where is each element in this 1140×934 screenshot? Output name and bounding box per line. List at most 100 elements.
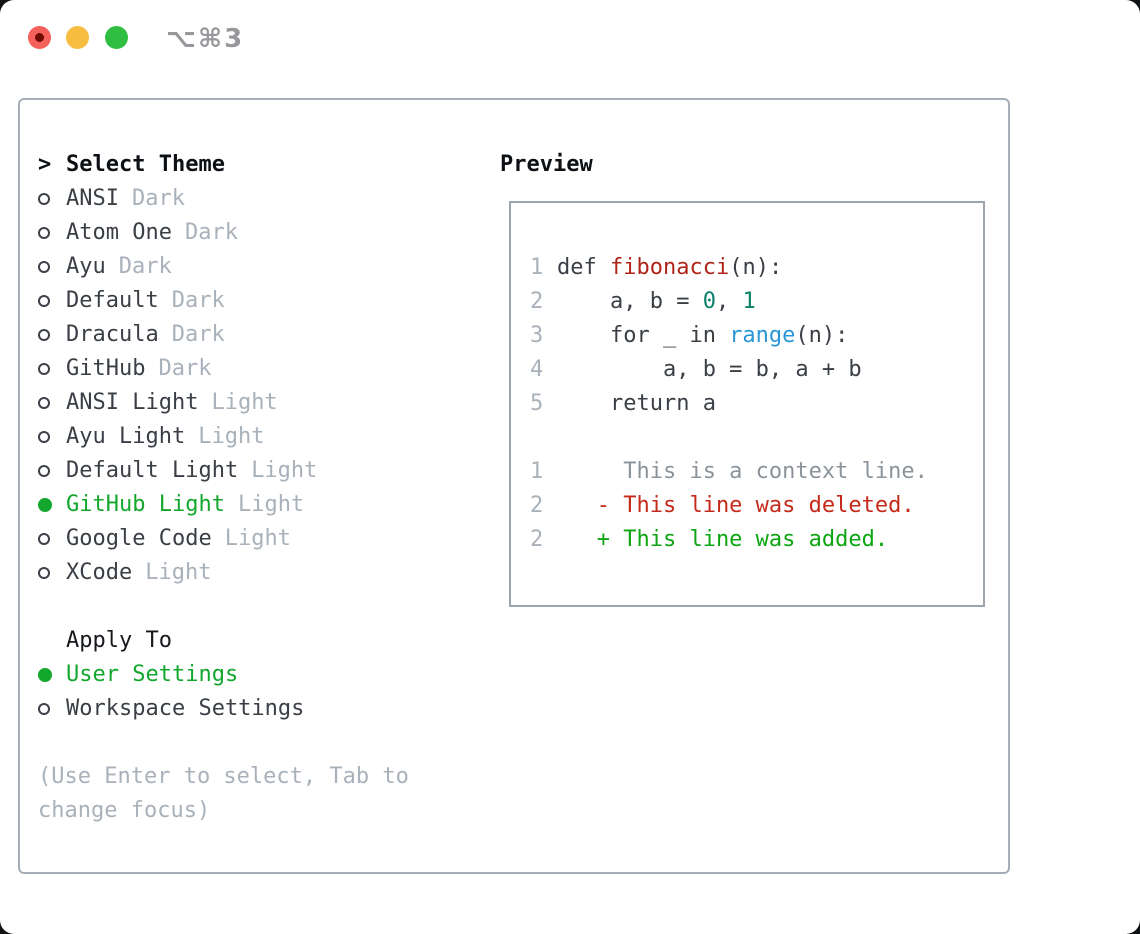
- radio-selected-icon: [38, 668, 52, 682]
- code-line: [530, 421, 983, 455]
- radio-unselected-icon: [38, 363, 50, 375]
- apply-to-header-row: Apply To: [38, 624, 483, 658]
- theme-name: XCode: [66, 560, 133, 585]
- radio-selected-icon: [38, 498, 52, 512]
- theme-radio-icon: [38, 397, 66, 409]
- theme-option[interactable]: Default Light Light: [38, 454, 483, 488]
- theme-radio-icon: [38, 498, 66, 512]
- maximize-button[interactable]: [105, 26, 128, 49]
- code-line: 5 return a: [530, 387, 983, 421]
- help-text: (Use Enter to select, Tab to change focu…: [38, 764, 409, 823]
- code-line: 3 for _ in range(n):: [530, 319, 983, 353]
- apply-option[interactable]: User Settings: [38, 658, 483, 692]
- line-number: 2: [530, 289, 544, 314]
- code-segment: 0: [702, 289, 716, 314]
- code-line: 2 + This line was added.: [530, 523, 983, 557]
- close-dot-icon: [35, 33, 44, 42]
- code-segment: a, b =: [557, 289, 703, 314]
- apply-to-title: Apply To: [66, 628, 172, 653]
- code-line: 4 a, b = b, a + b: [530, 353, 983, 387]
- apply-option[interactable]: Workspace Settings: [38, 692, 483, 726]
- code-segment: (n):: [795, 323, 849, 348]
- theme-name: ANSI: [66, 186, 119, 211]
- theme-option[interactable]: XCode Light: [38, 556, 483, 590]
- radio-unselected-icon: [38, 261, 50, 273]
- theme-variant-tag: Dark: [158, 356, 212, 381]
- line-number: 2: [530, 493, 544, 518]
- preview-title: Preview: [500, 152, 593, 177]
- code-segment: a, b = b, a + b: [557, 357, 862, 382]
- radio-unselected-icon: [38, 567, 50, 579]
- focus-prompt-icon: >: [38, 152, 52, 177]
- theme-radio-icon: [38, 227, 66, 239]
- theme-option[interactable]: ANSI Light Light: [38, 386, 483, 420]
- theme-variant-tag: Light: [198, 424, 265, 449]
- theme-name: Google Code: [66, 526, 212, 551]
- theme-variant-tag: Light: [237, 492, 305, 517]
- close-button[interactable]: [28, 26, 51, 49]
- theme-name: GitHub Light: [66, 492, 225, 517]
- line-number: 1: [530, 255, 544, 280]
- theme-name: ANSI Light: [66, 390, 199, 415]
- theme-radio-icon: [38, 465, 66, 477]
- code-segment: + This line was added.: [557, 527, 889, 552]
- theme-radio-icon: [38, 363, 66, 375]
- minimize-button[interactable]: [66, 26, 89, 49]
- code-segment: ,: [715, 289, 743, 314]
- line-number: 3: [530, 323, 544, 348]
- theme-radio-icon: [38, 329, 66, 341]
- theme-variant-tag: Dark: [184, 220, 238, 245]
- apply-radio-icon: [38, 703, 66, 715]
- theme-variant-tag: Light: [224, 526, 291, 551]
- theme-variant-tag: Dark: [171, 322, 225, 347]
- theme-radio-icon: [38, 261, 66, 273]
- code-segment: fibonacci: [609, 255, 730, 280]
- theme-radio-icon: [38, 533, 66, 545]
- theme-radio-icon: [38, 193, 66, 205]
- theme-variant-tag: Dark: [118, 254, 172, 279]
- code-segment: (n):: [729, 255, 783, 280]
- radio-unselected-icon: [38, 533, 50, 545]
- radio-unselected-icon: [38, 703, 50, 715]
- titlebar: ⌥⌘3: [0, 0, 1140, 74]
- radio-unselected-icon: [38, 465, 50, 477]
- theme-name: Default: [66, 288, 159, 313]
- line-number: 1: [530, 459, 544, 484]
- theme-option[interactable]: Dracula Dark: [38, 318, 483, 352]
- code-segment: for _ in: [557, 323, 730, 348]
- apply-option-label: Workspace Settings: [66, 696, 305, 721]
- theme-name: Ayu Light: [66, 424, 186, 449]
- line-number: 4: [530, 357, 544, 382]
- code-segment: This is a context line.: [557, 459, 928, 484]
- theme-radio-icon: [38, 295, 66, 307]
- theme-option[interactable]: GitHub Light Light: [38, 488, 483, 522]
- radio-unselected-icon: [38, 431, 50, 443]
- radio-unselected-icon: [38, 193, 50, 205]
- theme-option[interactable]: Google Code Light: [38, 522, 483, 556]
- theme-variant-tag: Light: [145, 560, 212, 585]
- theme-variant-tag: Light: [211, 390, 278, 415]
- line-number: 2: [530, 527, 544, 552]
- select-theme-header-row: > Select Theme: [38, 148, 483, 182]
- theme-radio-icon: [38, 431, 66, 443]
- radio-unselected-icon: [38, 397, 50, 409]
- code-line: 2 a, b = 0, 1: [530, 285, 983, 319]
- theme-name: Default Light: [66, 458, 239, 483]
- theme-name: Dracula: [66, 322, 159, 347]
- theme-option[interactable]: Ayu Light Light: [38, 420, 483, 454]
- theme-variant-tag: Light: [251, 458, 318, 483]
- apply-radio-icon: [38, 668, 66, 682]
- radio-unselected-icon: [38, 295, 50, 307]
- apply-option-label: User Settings: [66, 662, 239, 687]
